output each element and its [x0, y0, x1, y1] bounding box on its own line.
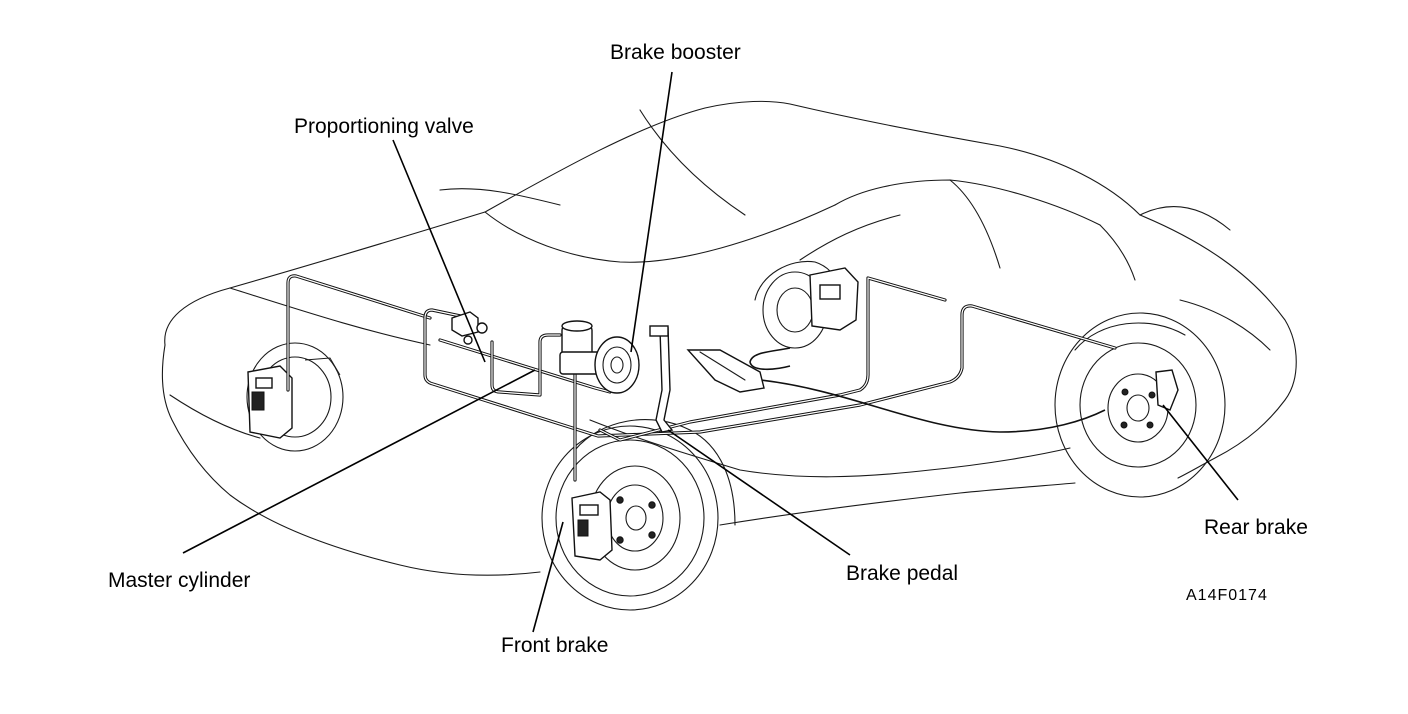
label-brake-booster: Brake booster [610, 41, 741, 64]
car-body-outline [161, 100, 1297, 576]
leader-brake-pedal [667, 429, 851, 556]
label-master-cylinder: Master cylinder [108, 569, 251, 592]
rear-wheel [1054, 312, 1226, 498]
brake-booster [594, 336, 640, 394]
label-proportioning-valve: Proportioning valve [294, 115, 474, 138]
label-front-brake: Front brake [501, 634, 609, 657]
front-left-brake [246, 342, 344, 452]
label-rear-brake: Rear brake [1204, 516, 1308, 539]
brake-pedal [649, 325, 765, 433]
leader-front-brake [532, 521, 564, 633]
front-wheel [541, 425, 719, 611]
brake-lines [286, 274, 1117, 482]
figure-code: A14F0174 [1186, 587, 1268, 604]
label-brake-pedal: Brake pedal [846, 562, 959, 585]
leader-brake-booster [630, 71, 673, 353]
leader-rear-brake [1162, 404, 1239, 501]
master-cylinder [559, 320, 601, 375]
rear-left-brake [749, 267, 859, 371]
leader-master-cylinder [182, 369, 536, 554]
proportioning-valve [451, 311, 488, 345]
leader-lines [182, 71, 1239, 633]
leader-proportioning-valve [392, 139, 486, 363]
